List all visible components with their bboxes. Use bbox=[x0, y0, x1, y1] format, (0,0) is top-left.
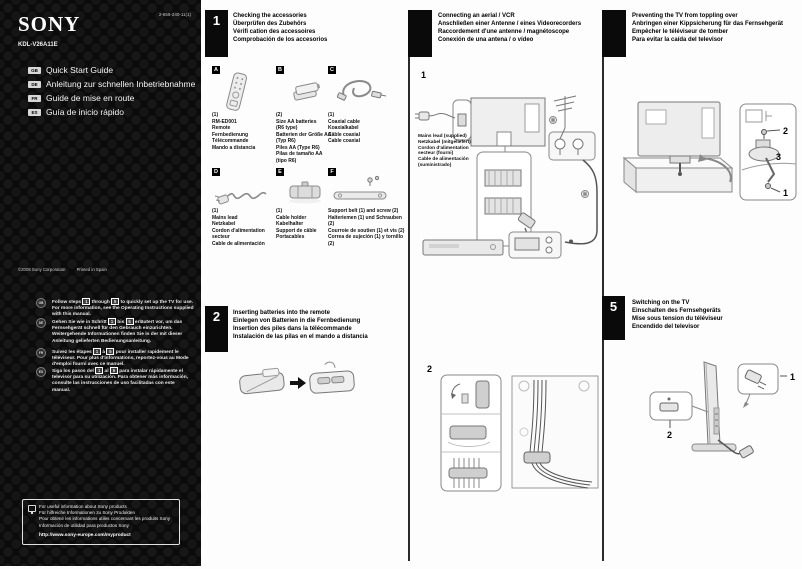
language-circle-icon: GB bbox=[36, 298, 46, 308]
accessory-badge-b: B bbox=[276, 66, 284, 74]
mains-lead-label: Mains lead (supplied) Netzkabel (mitgeli… bbox=[418, 134, 471, 168]
note-text: Follow steps bbox=[52, 299, 83, 305]
battery-insertion-diagram bbox=[239, 361, 355, 395]
guide-title-de: Anleitung zur schnellen Inbetriebnahme bbox=[46, 79, 196, 89]
language-circle-icon: ES bbox=[36, 367, 46, 377]
step-number-block-5: 5 bbox=[602, 296, 625, 340]
accessory-caption: (1) Cable holder Kabelhalter Support de … bbox=[276, 208, 317, 240]
note-text: through bbox=[90, 299, 112, 305]
printed-in-text: Printed in Spain bbox=[76, 267, 107, 272]
language-badge-es: ES bbox=[28, 108, 41, 116]
remote-icon bbox=[226, 72, 248, 111]
aerial-vcr-connection-diagram bbox=[415, 95, 598, 259]
anti-topple-diagram: 2 3 1 bbox=[622, 101, 797, 201]
website-info-lines: For useful information about Sony produc… bbox=[39, 504, 170, 528]
step-number-block-2: 2 bbox=[205, 306, 228, 352]
language-title-row: FR Guide de mise en route bbox=[28, 92, 134, 104]
note-text: Siga los pasos del bbox=[52, 368, 96, 374]
step-ref-box: 1 bbox=[107, 318, 116, 326]
guide-title-es: Guía de inicio rápido bbox=[46, 107, 124, 117]
note-text: pour installer rapidement le téléviseur. bbox=[52, 349, 179, 362]
note-text: Weitergehende Informationen finden Sie i… bbox=[52, 332, 183, 344]
step-ref-box: 5 bbox=[111, 298, 120, 306]
accessory-badge-c: C bbox=[328, 66, 336, 74]
model-number: KDL-V26A11E bbox=[18, 42, 58, 48]
substep-label-1: 1 bbox=[421, 70, 427, 80]
topple-label-3: 3 bbox=[776, 152, 781, 162]
step2-title: Inserting batteries into the remote Einl… bbox=[233, 310, 368, 341]
mains-lead-icon bbox=[214, 191, 267, 205]
coaxial-cable-icon bbox=[336, 80, 387, 101]
setup-note-fr: FR Suivez les étapes 1 à 5 pour installe… bbox=[36, 348, 194, 369]
step4-title: Preventing the TV from toppling over Anb… bbox=[632, 13, 784, 44]
copyright-text: ©2005 Sony Corporation bbox=[18, 267, 66, 272]
guide-title-fr: Guide de mise en route bbox=[46, 93, 135, 103]
note-text: Para obtener más información, consulte l… bbox=[52, 375, 188, 393]
topple-label-1: 1 bbox=[783, 188, 788, 198]
accessory-caption: Support belt (1) and screw (2) Halteriem… bbox=[328, 208, 405, 247]
switch-label-1: 1 bbox=[790, 372, 795, 382]
cable-holder-attachment-diagram bbox=[440, 374, 599, 492]
accessory-badge-a: A bbox=[212, 66, 220, 74]
copyright-line: ©2005 Sony Corporation Printed in Spain bbox=[18, 267, 117, 272]
topple-label-2: 2 bbox=[783, 126, 788, 136]
step-ref-box: 1 bbox=[93, 348, 102, 356]
language-title-row: DE Anleitung zur schnellen Inbetriebnahm… bbox=[28, 78, 195, 90]
note-text: Pour plus d'informations, reportez-vous … bbox=[52, 356, 189, 368]
note-text: Gehen Sie wie in Schritt bbox=[52, 319, 108, 325]
step1-title: Checking the accessories Überprüfen des … bbox=[233, 13, 328, 44]
step-number-block-4 bbox=[602, 10, 626, 57]
language-circle-icon: FR bbox=[36, 348, 46, 358]
document-number: 2-659-240-11(1) bbox=[158, 12, 191, 17]
language-title-row: ES Guía de inicio rápido bbox=[28, 106, 124, 118]
switch-label-2: 2 bbox=[667, 430, 672, 440]
step-number-block-1: 1 bbox=[205, 10, 228, 57]
sony-website-info-box: For useful information about Sony produc… bbox=[22, 499, 180, 545]
batteries-icon bbox=[293, 82, 321, 101]
support-belt-icon bbox=[333, 175, 387, 200]
note-text: to quickly set up the TV for use. bbox=[119, 299, 194, 305]
note-text: For more information, see the Operating … bbox=[52, 306, 194, 318]
sony-website-url: http://www.sony-europe.com/myproduct bbox=[39, 532, 131, 538]
setup-note-gb: GB Follow steps 1 through 5 to quickly s… bbox=[36, 298, 194, 319]
cover-panel: SONY 2-659-240-11(1) KDL-V26A11E GB Quic… bbox=[0, 0, 201, 566]
step-ref-box: 5 bbox=[109, 367, 118, 375]
accessory-badge-e: E bbox=[276, 168, 284, 176]
guide-title-gb: Quick Start Guide bbox=[46, 65, 114, 75]
step5-title: Switching on the TV Einschalten des Fern… bbox=[632, 300, 723, 331]
setup-note-es: ES Siga los pasos del 1 al 5 para instal… bbox=[36, 367, 194, 394]
language-badge-fr: FR bbox=[28, 94, 41, 102]
web-icon bbox=[28, 505, 36, 514]
fold-line bbox=[408, 10, 410, 561]
cable-holder-icon bbox=[289, 181, 321, 204]
accessory-badge-d: D bbox=[212, 168, 220, 176]
note-text: Suivez les étapes bbox=[52, 349, 94, 355]
note-text: bis bbox=[115, 319, 126, 325]
setup-note-de: DE Gehen Sie wie in Schritt 1 bis 5 erlä… bbox=[36, 318, 194, 345]
step-ref-box: 5 bbox=[106, 348, 115, 356]
language-title-row: GB Quick Start Guide bbox=[28, 64, 113, 76]
note-text: à bbox=[101, 349, 107, 355]
accessory-caption: (1) RM-ED001 Remote Fernbedienung Téléco… bbox=[212, 112, 256, 151]
switch-on-diagram: 1 2 bbox=[649, 361, 795, 459]
language-badge-de: DE bbox=[28, 80, 41, 88]
step-ref-box: 1 bbox=[95, 367, 104, 375]
accessory-caption: (1) Mains lead Netzkabel Cordon d'alimen… bbox=[212, 208, 265, 247]
step-ref-box: 5 bbox=[125, 318, 134, 326]
note-text: para instalar rápidamente el televisor p… bbox=[52, 368, 183, 381]
language-badge-gb: GB bbox=[28, 66, 41, 74]
step-number-block-3 bbox=[408, 10, 432, 57]
fold-line bbox=[602, 10, 604, 561]
substep-label-2: 2 bbox=[427, 364, 433, 374]
step-ref-box: 1 bbox=[82, 298, 91, 306]
note-text: erläutert vor, um das Fernsehgerät schne… bbox=[52, 319, 183, 332]
step3-title: Connecting an aerial / VCR Anschließen e… bbox=[438, 13, 582, 44]
accessory-caption: (1) Coaxial cable Koaxialkabel Câble coa… bbox=[328, 112, 360, 144]
note-text: al bbox=[103, 368, 110, 374]
sony-logo: SONY bbox=[18, 12, 81, 36]
language-circle-icon: DE bbox=[36, 318, 46, 328]
accessory-badge-f: F bbox=[328, 168, 336, 176]
accessory-caption: (2) Size AA batteries (R6 type) Batterie… bbox=[276, 112, 332, 164]
